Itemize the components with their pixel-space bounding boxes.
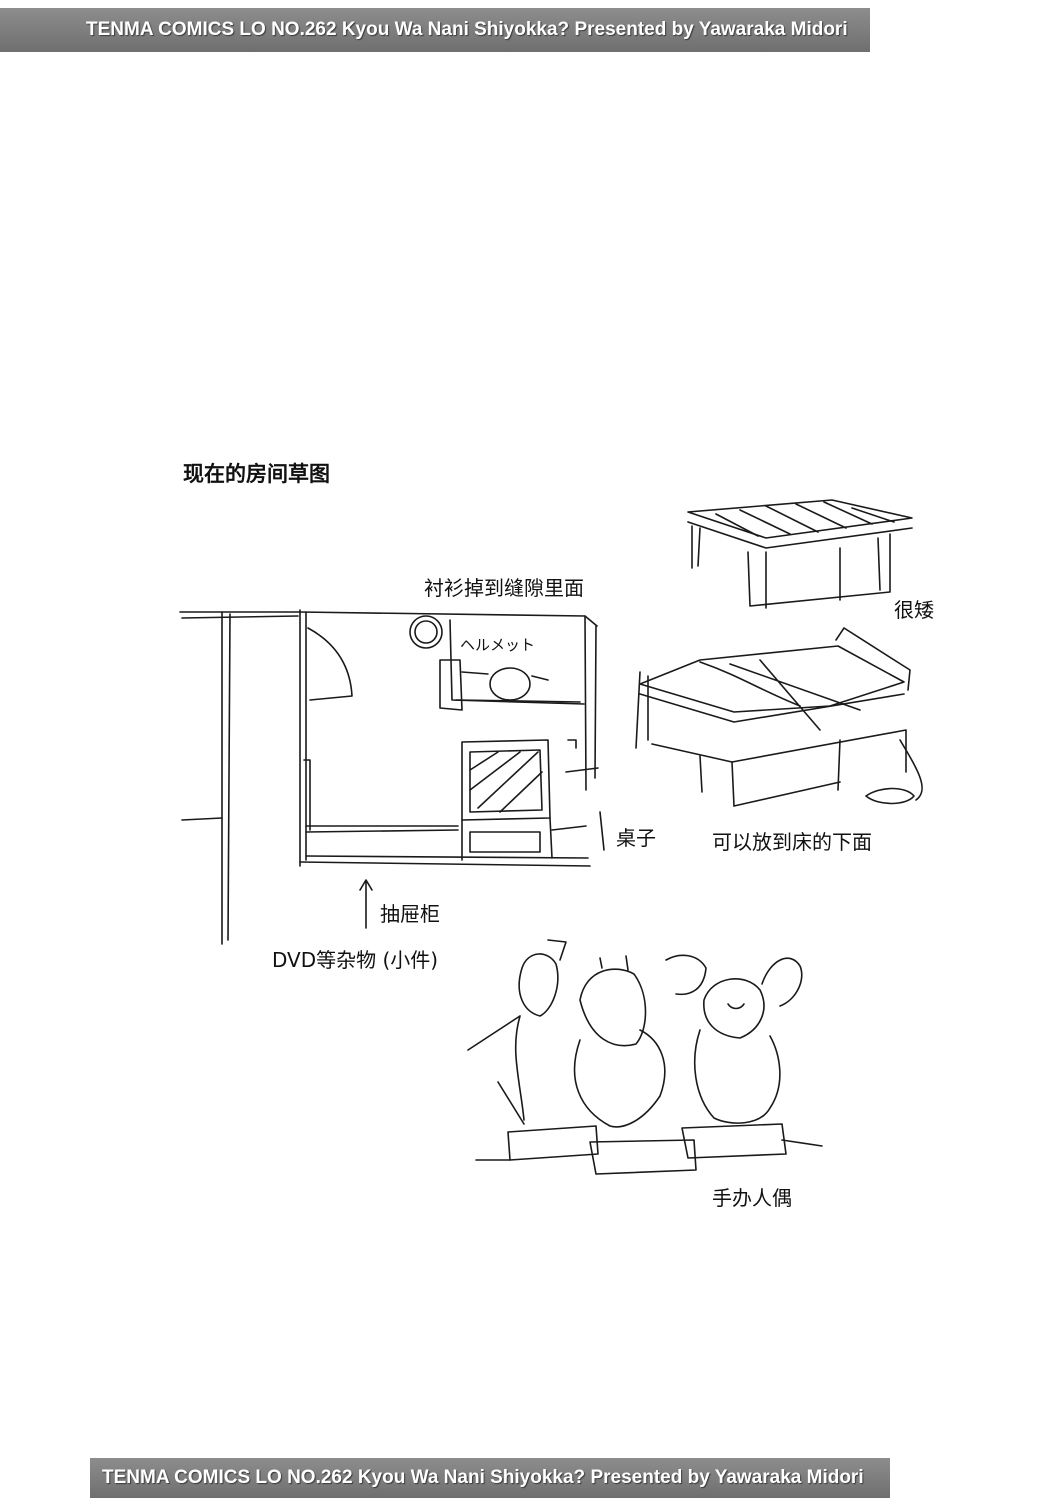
drawer-note: 抽屉柜 bbox=[380, 902, 440, 926]
figures-note: 手办人偶 bbox=[712, 1186, 792, 1210]
desk-note: 桌子 bbox=[616, 826, 656, 850]
drawer-arrow bbox=[359, 879, 373, 929]
footer-banner: TENMA COMICS LO NO.262 Kyou Wa Nani Shiy… bbox=[90, 1458, 890, 1498]
low-table bbox=[687, 499, 913, 609]
figures-sketch bbox=[467, 939, 823, 1175]
under-bed-note: 可以放到床的下面 bbox=[712, 830, 872, 854]
shirt-note: 衬衫掉到缝隙里面 bbox=[424, 576, 584, 600]
page-title: 现在的房间草图 bbox=[183, 462, 330, 486]
dvd-note: DVD等杂物 (小件) bbox=[272, 948, 439, 972]
low-note: 很矮 bbox=[894, 598, 934, 622]
floor-plan bbox=[179, 609, 605, 945]
helmet-note: ヘルメット bbox=[460, 636, 536, 654]
header-credit: TENMA COMICS LO NO.262 Kyou Wa Nani Shiy… bbox=[86, 19, 848, 40]
bed-sketch bbox=[635, 627, 923, 807]
header-banner: TENMA COMICS LO NO.262 Kyou Wa Nani Shiy… bbox=[0, 8, 870, 52]
footer-credit: TENMA COMICS LO NO.262 Kyou Wa Nani Shiy… bbox=[102, 1467, 864, 1488]
